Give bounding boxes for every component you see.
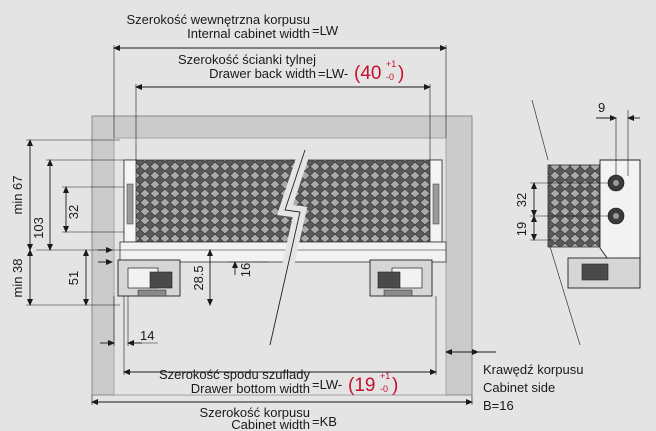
internal-width-en: Internal cabinet width <box>187 26 310 41</box>
internal-width-eq: =LW <box>312 23 339 38</box>
detail-view <box>530 99 656 346</box>
dim-14: 14 <box>140 328 154 343</box>
bottom-width-tol-plus: +1 <box>380 371 390 381</box>
dim-16: 16 <box>238 263 253 277</box>
back-width-value: (40 <box>354 63 381 84</box>
detail-dim-19: 19 <box>514 222 529 236</box>
cabinet-width-eq: =KB <box>312 414 337 429</box>
dimension-internal-width <box>113 45 447 138</box>
dim-min38: min 38 <box>10 258 25 297</box>
dim-32: 32 <box>66 205 81 219</box>
cabinet-side-pl: Krawędź korpusu <box>483 362 583 377</box>
break-line <box>264 148 311 347</box>
runner-left <box>117 259 181 297</box>
back-width-tol-minus: -0 <box>386 72 394 82</box>
dim-51: 51 <box>66 271 81 285</box>
back-width-tol-plus: +1 <box>386 59 396 69</box>
bottom-width-tol-minus: -0 <box>380 384 388 394</box>
runner-right <box>369 259 433 297</box>
bottom-width-close: ) <box>392 375 398 396</box>
bottom-width-eq: =LW- <box>312 377 342 392</box>
detail-dim-32: 32 <box>514 193 529 207</box>
internal-width-pl: Szerokość wewnętrzna korpusu <box>126 12 310 27</box>
bottom-width-en: Drawer bottom width <box>191 381 310 396</box>
back-width-eq: =LW- <box>318 66 348 81</box>
cabinet-side-en: Cabinet side <box>483 380 555 395</box>
back-width-close: ) <box>398 63 404 84</box>
dimension-verticals <box>26 139 268 306</box>
dim-min67: min 67 <box>10 175 25 214</box>
back-width-pl: Szerokość ścianki tylnej <box>178 52 316 67</box>
detail-dim-9: 9 <box>598 100 605 115</box>
dimension-bottom-width <box>123 296 437 375</box>
dim-103: 103 <box>31 217 46 239</box>
cabinet-width-en: Cabinet width <box>231 417 310 431</box>
bottom-width-pl: Szerokość spodu szuflady <box>159 367 311 382</box>
drawer-bottom <box>119 241 447 263</box>
dimension-back-width <box>135 84 431 160</box>
dim-28-5: 28.5 <box>191 265 206 290</box>
cabinet-side-b: B=16 <box>483 398 514 413</box>
cabinet-width-pl: Szerokość korpusu <box>199 405 310 420</box>
dimension-cabinet-width <box>91 395 473 405</box>
bottom-width-value: (19 <box>348 375 375 396</box>
dimension-14 <box>100 296 158 346</box>
back-width-en: Drawer back width <box>209 66 316 81</box>
